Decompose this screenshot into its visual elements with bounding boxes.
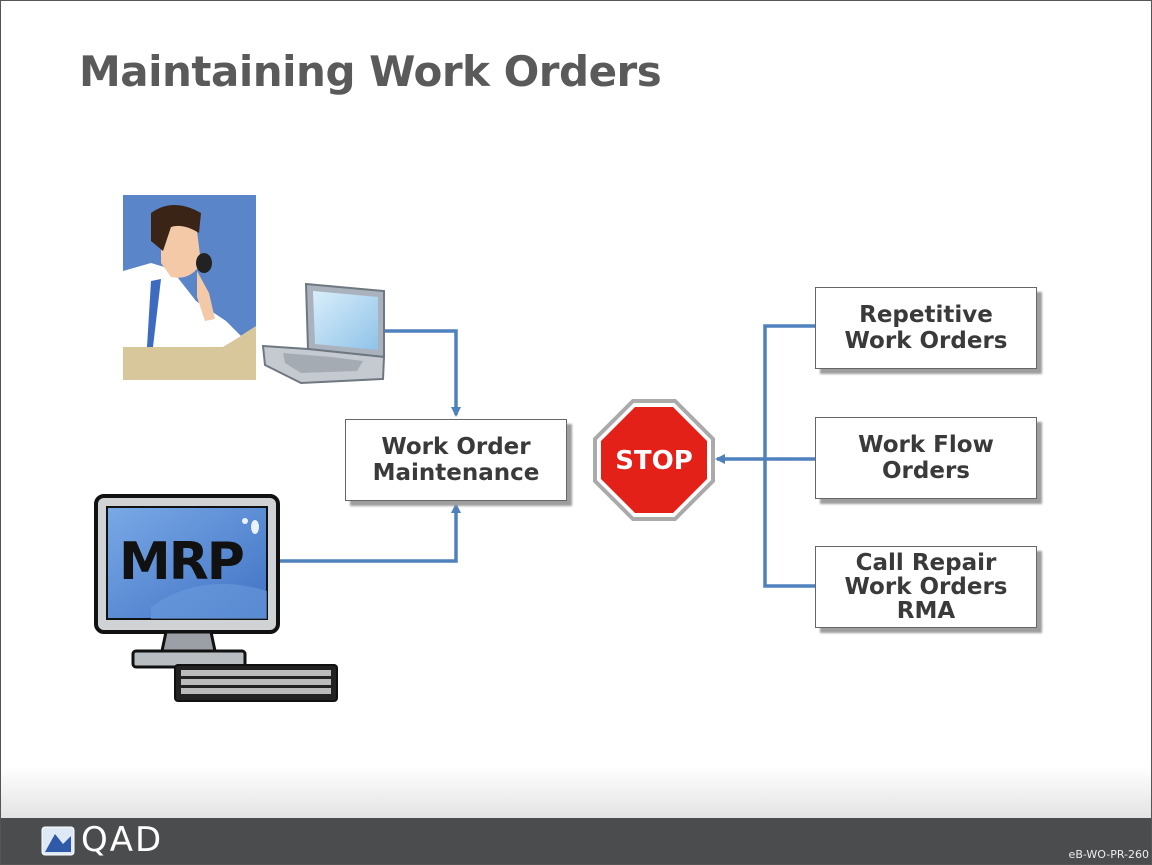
businessman-on-phone-icon [123, 195, 256, 380]
connector-lines [279, 324, 815, 588]
repetitive-work-orders-label: Repetitive Work Orders [844, 301, 1008, 354]
monitor-screen-text: MRP [119, 532, 243, 592]
mrp-to-maintenance-connector [279, 503, 461, 563]
footer-fade [1, 766, 1151, 818]
qad-logo-text: QAD [81, 820, 164, 860]
laptop-icon [261, 282, 386, 385]
desktop-computer-icon: MRP [94, 494, 338, 702]
right-boxes-bracket [763, 324, 815, 588]
qad-logo-icon [41, 826, 75, 856]
slide-title: Maintaining Work Orders [79, 47, 662, 96]
work-order-maintenance-label: Work Order Maintenance [372, 433, 540, 486]
work-order-maintenance-box: Work Order Maintenance [345, 419, 567, 501]
call-repair-work-orders-label: Call Repair Work Orders RMA [844, 549, 1008, 625]
footer-bar: QAD eB-WO-PR-260 [1, 818, 1151, 864]
stop-sign-icon: STOP [593, 399, 715, 521]
work-flow-orders-box: Work Flow Orders [815, 417, 1037, 499]
keyboard-icon [174, 664, 338, 702]
slide-code: eB-WO-PR-260 [1068, 848, 1149, 861]
repetitive-work-orders-box: Repetitive Work Orders [815, 287, 1037, 369]
stop-sign-label: STOP [615, 446, 693, 476]
call-repair-work-orders-box: Call Repair Work Orders RMA [815, 546, 1037, 628]
laptop-to-maintenance-connector [383, 329, 461, 417]
diagram-canvas: MRP STOP [94, 195, 815, 702]
work-flow-orders-label: Work Flow Orders [858, 431, 994, 484]
